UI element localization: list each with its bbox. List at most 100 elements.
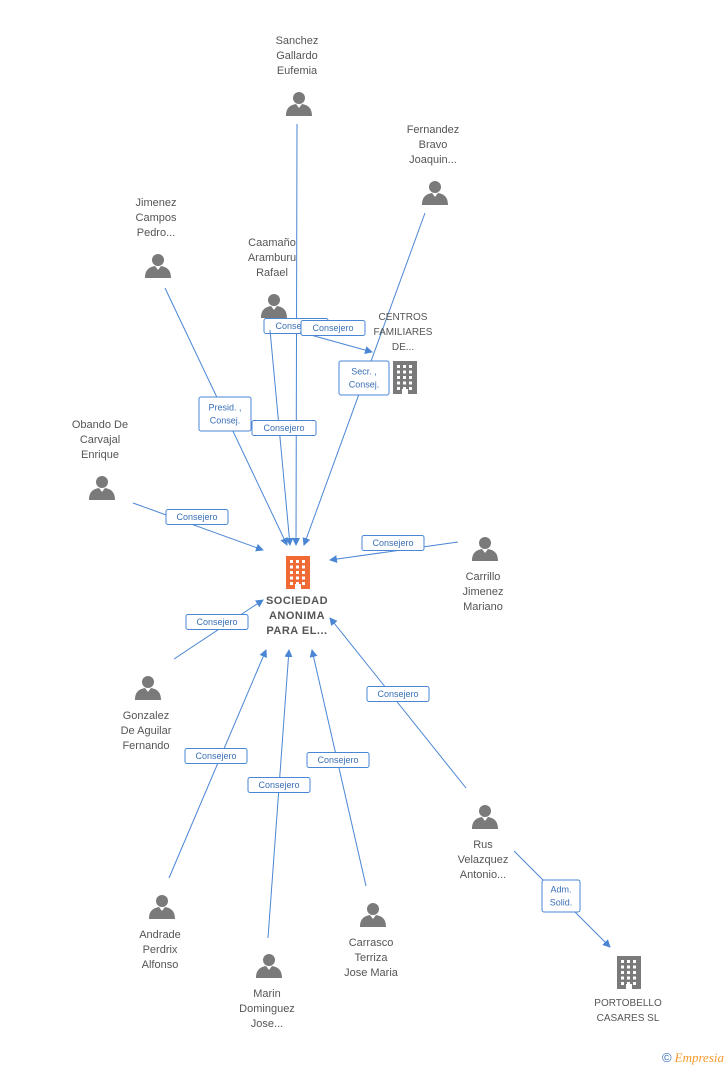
node-label-line: Gonzalez bbox=[123, 710, 169, 722]
node-person-marin[interactable]: MarinDominguezJose... bbox=[239, 954, 295, 1030]
edge-gonzalez-center[interactable]: Consejero bbox=[173, 599, 264, 660]
edge-rus-center[interactable]: Consejero bbox=[329, 617, 467, 789]
edge-label-text: Consejero bbox=[377, 689, 418, 699]
node-label-line: Aramburu bbox=[248, 252, 296, 264]
node-label-line: Alfonso bbox=[142, 959, 179, 971]
person-icon bbox=[149, 895, 175, 919]
edge-rus-portobello[interactable]: Adm.Solid. bbox=[513, 850, 611, 948]
node-company-centros[interactable]: CENTROSFAMILIARESDE... bbox=[374, 312, 433, 394]
edge-label-text: Secr. , bbox=[351, 367, 377, 377]
node-label-line: CASARES SL bbox=[597, 1013, 660, 1024]
node-label-line: Terriza bbox=[354, 952, 388, 964]
edge-label-box[interactable] bbox=[247, 777, 311, 793]
node-person-fernandez[interactable]: FernandezBravoJoaquin... bbox=[407, 124, 460, 205]
node-label-line: Joaquin... bbox=[409, 154, 457, 166]
node-label-line: De Aguilar bbox=[121, 725, 172, 737]
edge-label-text: Consejero bbox=[275, 321, 316, 331]
node-label-line: Enrique bbox=[81, 449, 119, 461]
node-label-line: Perdrix bbox=[143, 944, 178, 956]
edge-obando-center[interactable]: Consejero bbox=[132, 502, 264, 552]
person-icon bbox=[145, 254, 171, 278]
node-label-line: PARA EL... bbox=[266, 625, 327, 637]
node-person-rus[interactable]: RusVelazquezAntonio... bbox=[458, 805, 509, 881]
edge-label-text: Consej. bbox=[210, 416, 241, 426]
person-icon bbox=[286, 92, 312, 116]
person-icon bbox=[472, 805, 498, 829]
edge-carrasco-center[interactable]: Consejero bbox=[306, 649, 370, 887]
node-label-line: Antonio... bbox=[460, 869, 506, 881]
node-label-line: PORTOBELLO bbox=[594, 998, 662, 1009]
edge-marin-center[interactable]: Consejero bbox=[247, 649, 311, 939]
person-icon bbox=[89, 476, 115, 500]
node-label-line: Sanchez bbox=[276, 35, 319, 47]
node-label-line: Carvajal bbox=[80, 434, 120, 446]
node-label-line: Caamaño bbox=[248, 237, 296, 249]
edge-caamano-center[interactable]: Consejero bbox=[251, 329, 317, 546]
edge-label-box[interactable] bbox=[306, 752, 370, 768]
edge-carrillo-center[interactable]: Consejero bbox=[329, 535, 459, 563]
edge-label-text: Consejero bbox=[195, 751, 236, 761]
edge-label-box[interactable] bbox=[184, 748, 248, 764]
edge-label-box[interactable] bbox=[165, 509, 229, 525]
building-icon bbox=[393, 361, 417, 394]
edge-label-text: Consejero bbox=[258, 780, 299, 790]
node-label-line: Rus bbox=[473, 839, 493, 851]
node-label-line: ANONIMA bbox=[269, 610, 325, 622]
node-label-line: Dominguez bbox=[239, 1003, 295, 1015]
building-icon bbox=[286, 556, 310, 589]
edge-label-text: Consejero bbox=[317, 755, 358, 765]
edge-label-text: Solid. bbox=[550, 898, 573, 908]
edge-label-box[interactable] bbox=[361, 535, 425, 551]
node-label-line: FAMILIARES bbox=[374, 327, 433, 338]
node-label-line: Campos bbox=[136, 212, 177, 224]
node-label-line: Marin bbox=[253, 988, 281, 1000]
edge-line bbox=[132, 502, 264, 552]
node-label-line: Gallardo bbox=[276, 50, 318, 62]
person-icon bbox=[472, 537, 498, 561]
edge-caamano-centros[interactable]: Consejero bbox=[299, 320, 373, 354]
node-label-line: Eufemia bbox=[277, 65, 318, 77]
edge-label-box[interactable] bbox=[198, 396, 252, 432]
brand-logo[interactable]: Empresia bbox=[674, 1050, 724, 1065]
person-icon bbox=[422, 181, 448, 205]
edge-label-box[interactable] bbox=[251, 420, 317, 436]
edge-label-box[interactable] bbox=[338, 360, 390, 396]
node-label-line: Rafael bbox=[256, 267, 288, 279]
edge-label-text: Consejero bbox=[312, 323, 353, 333]
building-icon bbox=[617, 956, 641, 989]
edge-label-box[interactable] bbox=[541, 879, 581, 913]
node-label-line: Carrillo bbox=[466, 571, 501, 583]
node-label-line: Bravo bbox=[419, 139, 448, 151]
edge-label-box[interactable] bbox=[300, 320, 366, 336]
edge-line bbox=[267, 649, 293, 939]
edge-fernandez-center[interactable]: Secr. , Consej. bbox=[302, 212, 426, 546]
edge-label-box[interactable] bbox=[185, 614, 249, 630]
node-label-line: Jose... bbox=[251, 1018, 283, 1030]
copyright-icon: © bbox=[661, 1050, 672, 1065]
edge-line bbox=[292, 123, 301, 546]
node-label-line: DE... bbox=[392, 342, 414, 353]
node-label-line: Velazquez bbox=[458, 854, 509, 866]
edge-label-box[interactable] bbox=[366, 686, 430, 702]
edge-jimenez-center[interactable]: Presid. ,Consej. bbox=[164, 287, 288, 546]
edge-label-text: Consej. bbox=[349, 380, 380, 390]
node-company-portobello[interactable]: PORTOBELLO CASARES SL bbox=[594, 956, 662, 1024]
node-person-jimenez[interactable]: JimenezCamposPedro... bbox=[136, 197, 177, 278]
node-label-line: Jose Maria bbox=[344, 967, 399, 979]
node-label-line: Andrade bbox=[139, 929, 181, 941]
edge-andrade-center[interactable]: Consejero bbox=[168, 649, 267, 879]
edge-label-text: Consejero bbox=[196, 617, 237, 627]
node-label-line: Jimenez bbox=[463, 586, 504, 598]
person-icon bbox=[256, 954, 282, 978]
